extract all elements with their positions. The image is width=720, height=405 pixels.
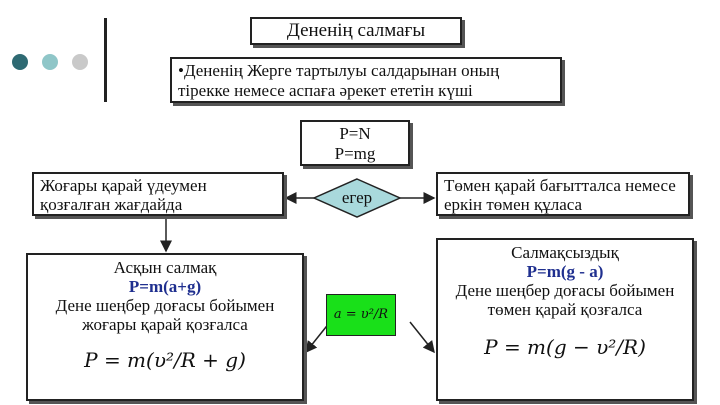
formula-box: P=N P=mg: [300, 120, 410, 166]
arrow-green-right: [409, 321, 435, 354]
title-box: Дененің салмағы: [250, 17, 462, 45]
accel-formula-box: a = υ²/R: [326, 294, 396, 336]
left-result-title: Асқын салмақ: [113, 258, 217, 277]
left-big-formula: P = m(υ²/R + g): [28, 340, 302, 380]
left-result-formula: P=m(a+g): [128, 277, 202, 296]
left-big-formula-text: P = m(υ²/R + g): [84, 348, 246, 372]
left-condition-box: Жоғары қарай үдеумен қозғалған жағдайда: [32, 172, 284, 216]
right-big-formula-text: P = m(g − υ²/R): [484, 335, 646, 359]
left-condition-text: Жоғары қарай үдеумен қозғалған жағдайда: [40, 176, 207, 214]
decor-divider: [104, 18, 107, 102]
decision-diamond: [312, 178, 402, 218]
decor-dot-light: [42, 54, 58, 70]
right-condition-text: Төмен қарай бағытталса немесе еркін төме…: [444, 176, 676, 214]
decision-label: егер: [341, 188, 373, 207]
title-text: Дененің салмағы: [286, 20, 426, 41]
definition-text: •Дененің Жерге тартылуы салдарынан оның …: [178, 61, 500, 100]
definition-box: •Дененің Жерге тартылуы салдарынан оның …: [170, 57, 562, 103]
decor-dot-grey: [72, 54, 88, 70]
decor-dot-dark: [12, 54, 28, 70]
right-result-title: Салмақсыздық: [511, 243, 619, 262]
formula-line-1: P=N: [339, 124, 371, 143]
left-result-box: Асқын салмақ P=m(a+g) Дене шеңбер доғасы…: [26, 253, 304, 401]
right-big-formula: P = m(g − υ²/R): [438, 327, 692, 367]
accel-formula-text: a = υ²/R: [333, 307, 389, 322]
right-condition-box: Төмен қарай бағытталса немесе еркін төме…: [436, 172, 690, 216]
right-result-formula: P=m(g - a): [526, 262, 604, 281]
formula-line-2: P=mg: [334, 144, 376, 163]
right-result-description: Дене шеңбер доғасы бойымен төмен қарай қ…: [455, 281, 675, 319]
right-result-box: Салмақсыздық P=m(g - a) Дене шеңбер доға…: [436, 238, 694, 401]
left-result-description: Дене шеңбер доғасы бойымен жоғары қарай …: [55, 296, 275, 334]
